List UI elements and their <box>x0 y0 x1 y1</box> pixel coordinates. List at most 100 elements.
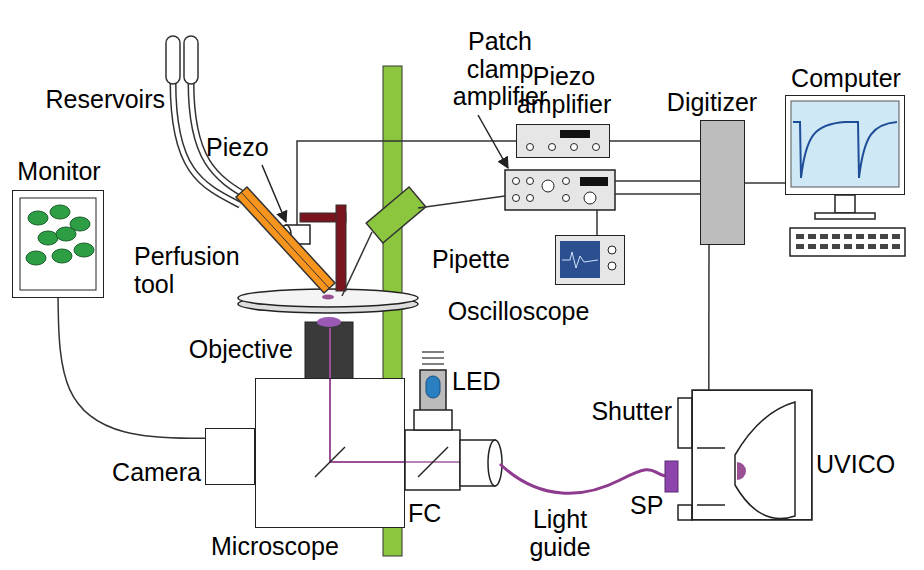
piezo-amplifier-front <box>516 124 610 158</box>
shutter <box>678 505 692 520</box>
computer <box>856 244 864 249</box>
computer-screen: Computer <box>785 95 905 195</box>
piezo-amplifier-front <box>571 144 578 151</box>
patch-clamp-amplifier <box>505 170 615 210</box>
computer <box>791 101 899 187</box>
node-label: Monitor <box>5 158 113 186</box>
monitor-box: Monitor <box>12 190 104 298</box>
leader-line <box>262 165 286 222</box>
monitor-screen <box>52 249 72 263</box>
cable <box>745 182 785 184</box>
light-path <box>315 447 345 477</box>
node-label: UVICO <box>816 451 916 479</box>
part-label: SP <box>630 492 664 520</box>
led <box>414 410 452 430</box>
uvico-lamp <box>692 390 812 520</box>
leader-line <box>478 115 508 168</box>
cable <box>58 298 205 438</box>
light-guide <box>500 464 665 493</box>
monitor-screen <box>20 198 96 290</box>
patch-clamp-amplifier <box>527 195 534 202</box>
signal-wire <box>615 193 700 195</box>
part-label: Pipette <box>432 246 532 274</box>
oscilloscope-front <box>608 246 616 254</box>
computer <box>820 244 828 249</box>
uvico-lamp <box>737 462 746 480</box>
objective <box>317 317 341 327</box>
perfusion-tool <box>236 187 335 293</box>
microscope-body <box>205 428 255 485</box>
monitor-screen <box>26 205 94 265</box>
computer <box>832 244 840 249</box>
pipette <box>342 187 426 296</box>
computer <box>880 234 888 239</box>
signal-wire <box>418 181 700 235</box>
node-label: Digitizer <box>657 89 767 117</box>
part-label: Piezo <box>206 134 276 162</box>
microscope-body <box>205 378 405 528</box>
leader-line <box>262 115 508 222</box>
monitor-screen <box>12 190 104 298</box>
computer <box>793 122 897 178</box>
reservoir <box>184 36 198 84</box>
signal-wire <box>418 196 505 208</box>
signal-wire <box>596 210 598 235</box>
uvico-lamp <box>692 390 812 520</box>
perfusion-tool <box>241 192 329 288</box>
part-label: Perfusion tool <box>134 243 246 298</box>
short-pass-filter <box>665 461 678 492</box>
shutter <box>678 398 692 520</box>
computer <box>820 234 828 239</box>
dish <box>322 295 334 300</box>
computer <box>796 234 804 239</box>
part-label: Objective <box>165 336 293 364</box>
node-label: Computer <box>781 65 911 93</box>
filter-cube <box>405 430 502 490</box>
monitor-screen <box>56 227 76 241</box>
oscilloscope-box: Oscilloscope <box>555 235 625 285</box>
oscilloscope-front <box>608 262 616 270</box>
holder-stand <box>336 205 346 291</box>
digitizer-front <box>700 120 745 245</box>
camera-box: Camera <box>205 428 255 485</box>
filter-cube <box>488 440 502 486</box>
monitor-screen <box>38 231 58 245</box>
computer <box>892 234 900 239</box>
computer <box>808 234 816 239</box>
part-label: Light guide <box>518 506 602 561</box>
piezo-amplifier-front <box>593 144 600 151</box>
uvico-box: UVICO <box>692 390 812 520</box>
part-label: LED <box>452 368 512 396</box>
led <box>420 370 446 414</box>
computer <box>892 244 900 249</box>
cable <box>610 140 700 142</box>
monitor-screen <box>74 243 94 257</box>
monitor-screen <box>50 205 70 219</box>
computer <box>835 195 855 213</box>
short-pass-filter <box>665 461 678 492</box>
pipette <box>342 232 372 296</box>
piezo-amplifier-front <box>549 144 556 151</box>
monitor-screen <box>28 211 48 225</box>
digitizer-box: Digitizer <box>700 120 745 245</box>
patch-clamp-amplifier <box>513 178 520 185</box>
perfusion-tool <box>236 187 335 293</box>
shutter <box>678 398 692 448</box>
cable <box>708 245 710 390</box>
computer <box>880 244 888 249</box>
amplifier-box: Piezo amplifier <box>516 124 610 158</box>
led <box>422 352 444 364</box>
light-guide <box>500 464 665 493</box>
computer <box>868 234 876 239</box>
part-label: Reservoirs <box>40 86 165 114</box>
dish <box>238 289 418 313</box>
oscilloscope-front <box>560 241 600 278</box>
patch-clamp-amplifier <box>527 178 534 185</box>
computer <box>808 244 816 249</box>
oscilloscope-front <box>555 235 625 285</box>
computer <box>856 234 864 239</box>
computer <box>796 234 900 249</box>
oscilloscope-front <box>555 235 625 285</box>
patch-clamp-amplifier <box>563 178 570 185</box>
pipette <box>366 187 426 243</box>
